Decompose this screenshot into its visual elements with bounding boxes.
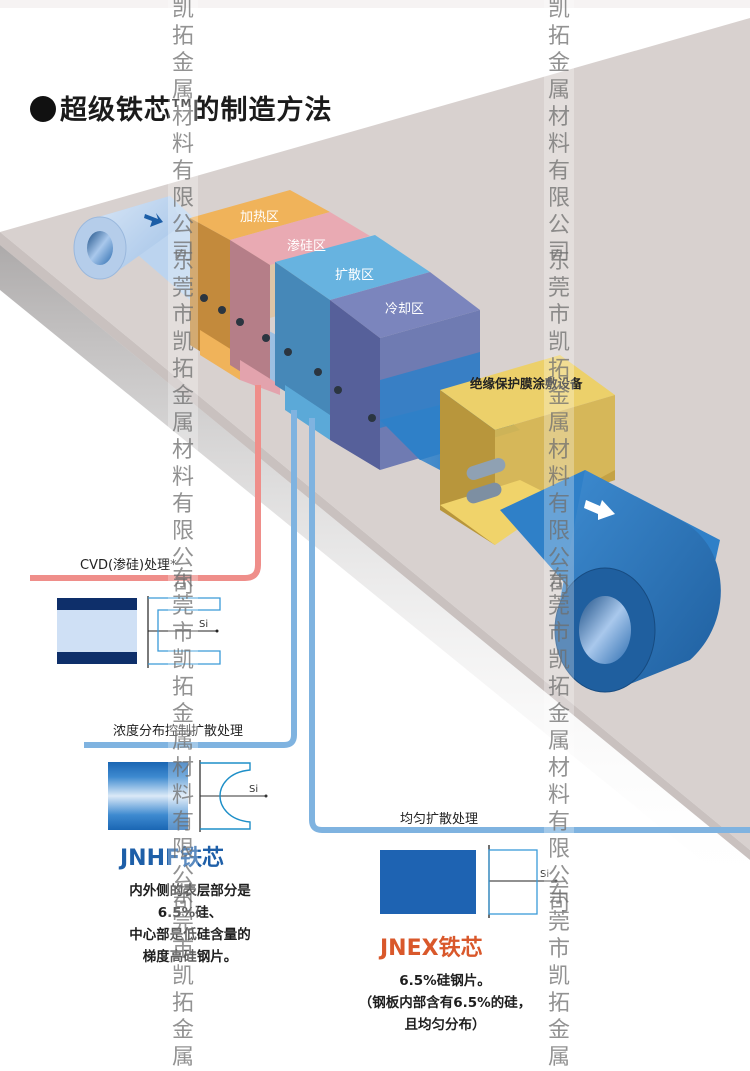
product-name-jnex: JNEX铁芯 [380, 936, 483, 961]
coating-unit-label: 绝缘保护膜涂敷设备 [470, 376, 583, 391]
watermark-right-4: 东莞市凯拓金属 [547, 883, 570, 1070]
watermark-right-1: 凯拓金属材料有限公司 [547, 0, 570, 265]
watermark-left-3: 东莞市凯拓金属材料有限公司 [171, 567, 194, 916]
bullet-icon [30, 96, 56, 122]
product-name-jnhf: JNHF铁芯 [120, 846, 225, 871]
product-desc-jnhf: 内外侧的表层部分是 6.5%硅、 中心部是低硅含量的 梯度高硅钢片。 [129, 883, 251, 965]
watermark-right-3: 东莞市凯拓金属材料有限公司 [547, 567, 570, 916]
process-label-gradient: 浓度分布控制扩散处理 [113, 724, 244, 739]
coating-unit-box [440, 355, 615, 545]
si-axis-label-3: Si [540, 869, 549, 880]
watermark-left-2: 东莞市凯拓金属材料有限公司 [171, 249, 194, 598]
zone-label-siliconizing: 渗硅区 [287, 239, 327, 254]
cvd-process-line [30, 385, 261, 581]
process-label-uniform: 均匀扩散处理 [400, 812, 479, 827]
platform-shadow [0, 245, 750, 900]
zone-diffusion-box [275, 235, 430, 440]
si-axis-label-1: Si [199, 619, 208, 630]
zone-label-heating: 加热区 [240, 210, 280, 225]
jnex-profile [380, 845, 558, 918]
page-title: 超级铁芯TM的制造方法 [30, 88, 332, 127]
watermark-left-1: 凯拓金属材料有限公司 [171, 0, 194, 265]
exit-coil [500, 470, 721, 693]
watermark-left-4: 东莞市凯拓金属 [171, 883, 194, 1070]
zone-label-diffusion: 扩散区 [335, 268, 375, 283]
furnace-rollers [200, 294, 376, 422]
zone-siliconizing-box [230, 212, 370, 395]
watermark-band-right [544, 0, 574, 1063]
process-label-cvd: CVD(渗硅)处理* [80, 558, 177, 573]
watermark-right-2: 东莞市凯拓金属材料有限公司 [547, 249, 570, 598]
jnhf-profile [108, 760, 268, 832]
top-strip [0, 0, 750, 8]
cvd-profile [57, 596, 221, 668]
watermark-band-left [168, 0, 198, 1063]
product-desc-jnex: 6.5%硅钢片。 （钢板内部含有6.5%的硅， 且均匀分布） [358, 973, 532, 1033]
uniform-process-line [309, 418, 750, 833]
si-axis-label-2: Si [249, 784, 258, 795]
gradient-process-line [84, 410, 297, 748]
zone-label-cooling: 冷却区 [385, 302, 425, 317]
